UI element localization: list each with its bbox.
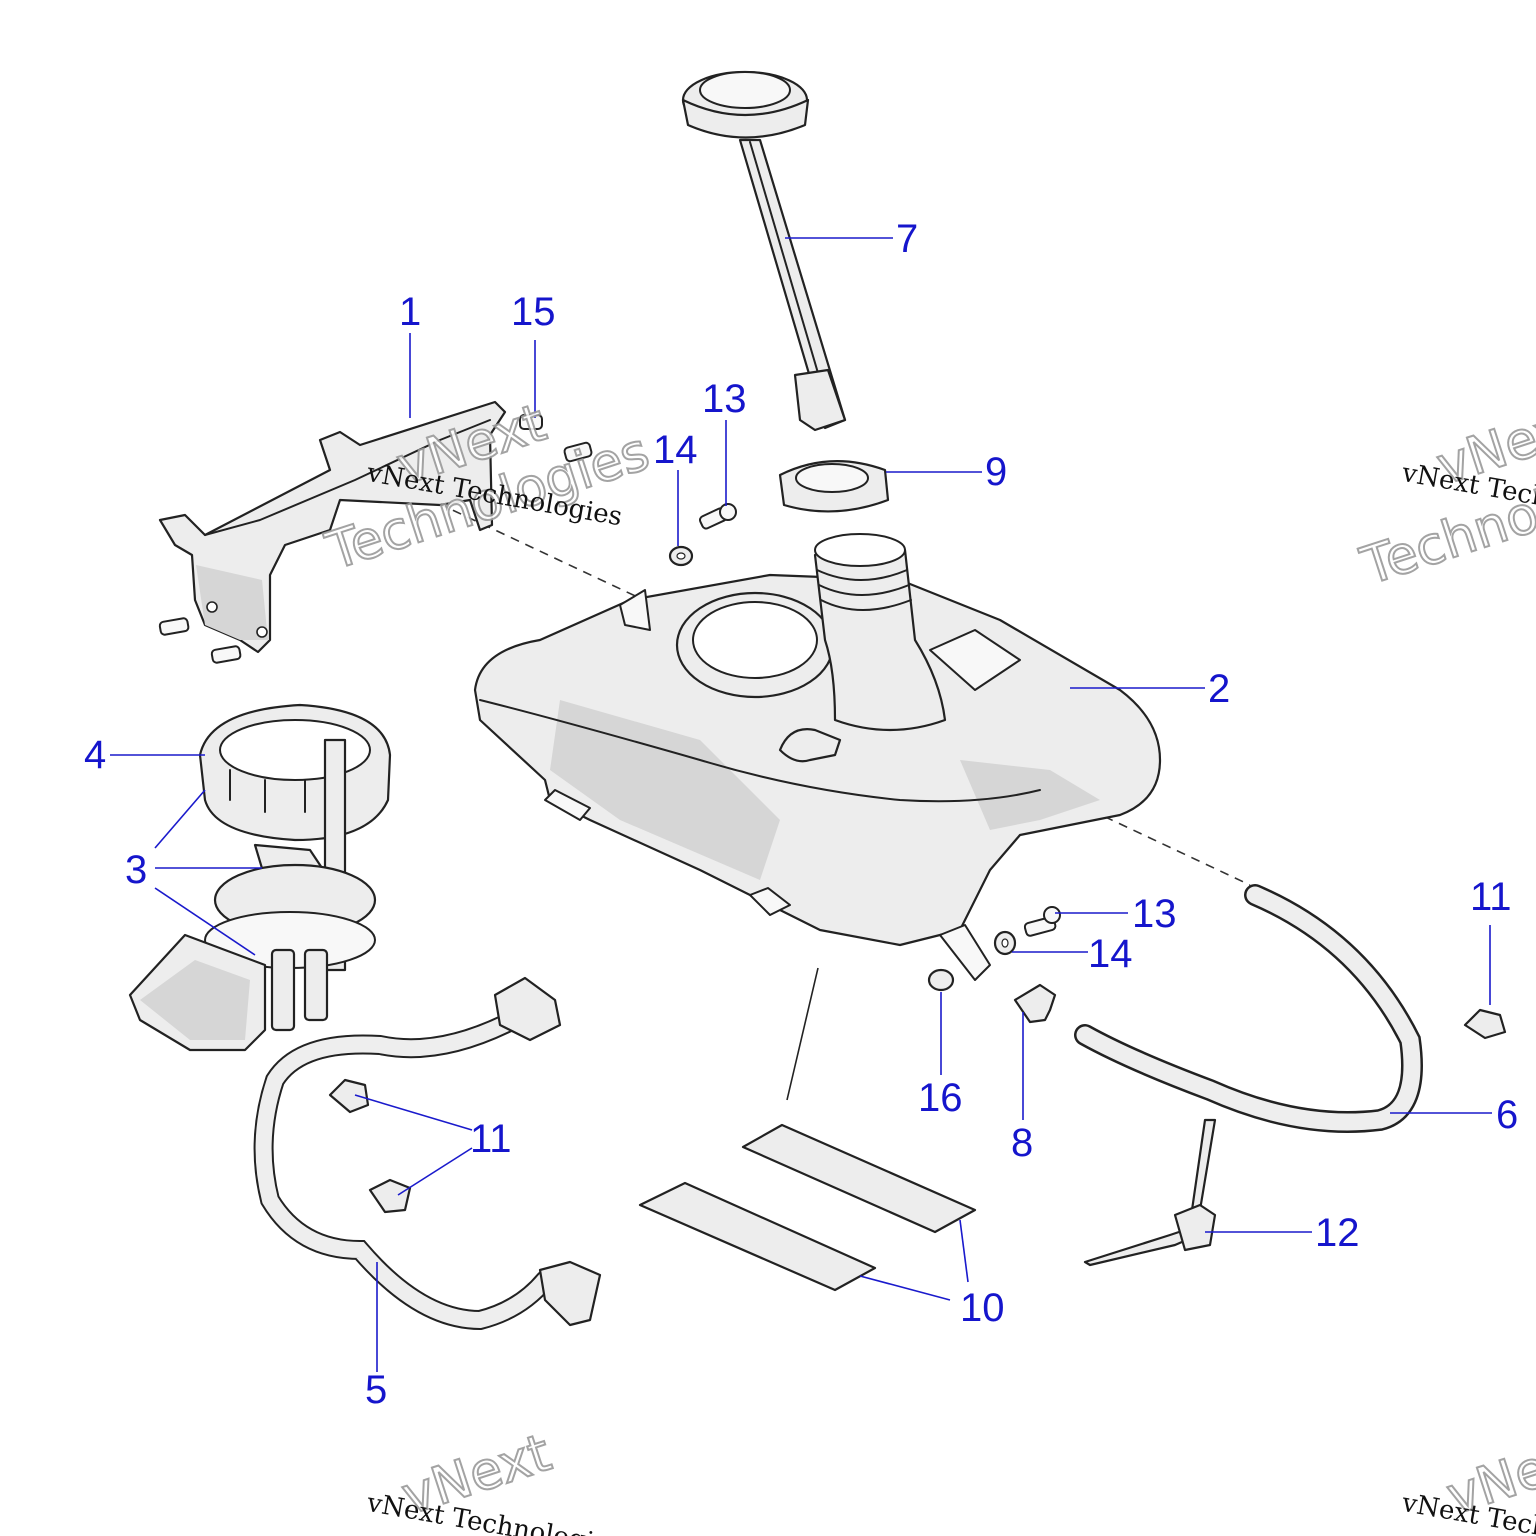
callout-13-lower: 13 xyxy=(1132,892,1177,936)
part-15-bolts xyxy=(158,414,593,664)
callout-14-lower: 14 xyxy=(1088,932,1133,976)
part-13-bolt-upper xyxy=(698,503,737,530)
part-8-fitting xyxy=(1013,983,1057,1024)
callout-13-upper: 13 xyxy=(702,377,747,421)
part-11-clamps xyxy=(328,1008,1507,1214)
callout-3: 3 xyxy=(125,848,148,892)
part-7-filler-cap-tube xyxy=(681,70,847,432)
part-1-bracket xyxy=(158,400,507,654)
part-9-seal-ring xyxy=(778,460,890,513)
leader-lines xyxy=(110,237,1492,1372)
part-4-lock-ring xyxy=(198,703,392,842)
callout-9: 9 xyxy=(985,450,1008,494)
callout-11-left: 11 xyxy=(470,1117,512,1161)
part-3-fuel-pump-module xyxy=(128,738,377,1052)
callout-2: 2 xyxy=(1208,667,1231,711)
callout-8: 8 xyxy=(1011,1121,1034,1165)
callout-15: 15 xyxy=(511,290,556,334)
part-13-bolt-lower xyxy=(1023,906,1061,937)
part-2-fuel-tank xyxy=(473,533,1162,981)
callout-12: 12 xyxy=(1315,1211,1360,1255)
callout-4: 4 xyxy=(84,733,107,777)
part-12-cable-tie xyxy=(1083,1118,1217,1267)
part-10-pads xyxy=(638,1123,977,1292)
callout-10: 10 xyxy=(960,1286,1005,1330)
callout-6: 6 xyxy=(1496,1093,1519,1137)
part-14-washer-lower xyxy=(993,930,1017,956)
callout-16: 16 xyxy=(918,1076,963,1120)
part-16-grommet xyxy=(927,968,955,992)
tank-to-pad-line xyxy=(786,967,819,1101)
part-5-fuel-line xyxy=(253,976,602,1331)
part-6-vent-hose xyxy=(1074,884,1423,1133)
callout-1: 1 xyxy=(399,290,422,334)
callout-7: 7 xyxy=(896,217,919,261)
callout-11-right: 11 xyxy=(1470,875,1512,919)
part-14-washer-upper xyxy=(668,545,694,567)
callout-5: 5 xyxy=(365,1368,388,1412)
callout-14-upper: 14 xyxy=(653,428,698,472)
